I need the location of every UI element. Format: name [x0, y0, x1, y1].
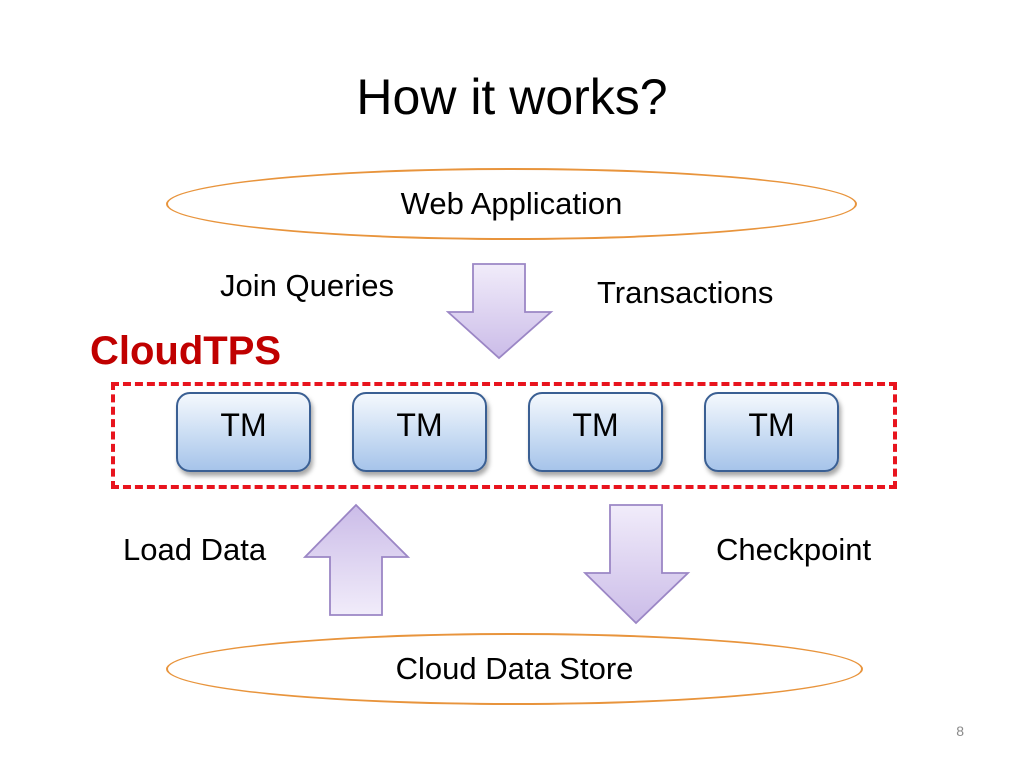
cloud-data-store-label: Cloud Data Store [395, 651, 634, 686]
tm-node-2: TM [352, 392, 487, 472]
tm-node-3: TM [528, 392, 663, 472]
checkpoint-arrow-icon [583, 504, 691, 625]
page-number: 8 [956, 723, 964, 739]
load-data-label: Load Data [123, 532, 267, 567]
tm-node-4: TM [704, 392, 839, 472]
transactions-label: Transactions [597, 275, 774, 310]
web-application-node: Web Application [166, 168, 857, 240]
down-arrow-icon [446, 263, 554, 360]
cloudtps-label: CloudTPS [90, 329, 282, 373]
slide-title: How it works? [356, 69, 668, 125]
cloud-data-store-node: Cloud Data Store [166, 633, 863, 705]
tm-node-1: TM [176, 392, 311, 472]
cloudtps-boundary [111, 382, 897, 489]
checkpoint-label: Checkpoint [716, 532, 872, 567]
up-arrow-icon [303, 503, 411, 616]
web-application-label: Web Application [400, 186, 623, 221]
join-queries-label: Join Queries [220, 268, 395, 303]
